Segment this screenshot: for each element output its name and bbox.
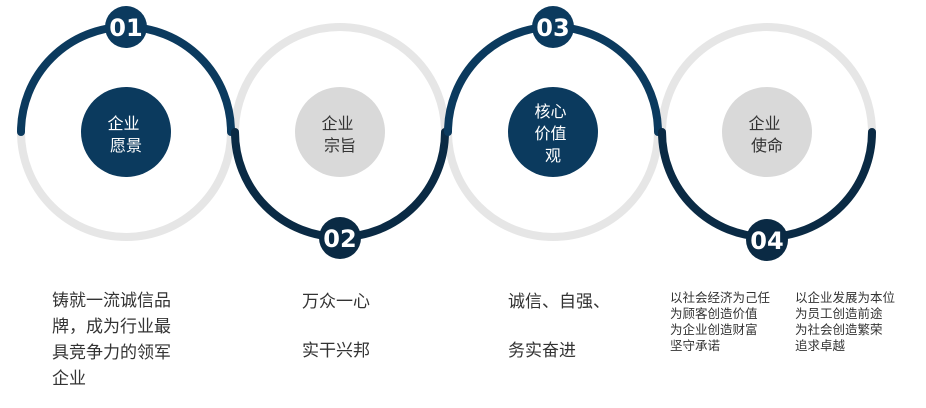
step-title-4: 企业 使命 bbox=[748, 114, 785, 155]
step-number-3: 03 bbox=[536, 14, 569, 42]
inner-circle-3 bbox=[508, 87, 598, 177]
values-line-2: 务实奋进 bbox=[508, 341, 576, 361]
step-number-2: 02 bbox=[323, 225, 356, 253]
purpose-line-2: 实干兴邦 bbox=[302, 341, 370, 361]
purpose-line-1: 万众一心 bbox=[302, 292, 370, 312]
step-title-1: 企业 愿景 bbox=[107, 114, 144, 155]
number-badge-2 bbox=[319, 217, 361, 259]
mission-description-right: 以企业发展为本位 为员工创造前途 为社会创造繁荣 追求卓越 bbox=[795, 290, 896, 353]
step-number-4: 04 bbox=[750, 227, 783, 255]
values-line-1: 诚信、自强、 bbox=[508, 292, 610, 312]
inner-circle-2 bbox=[295, 87, 385, 177]
step-title-3: 核心 价值 观 bbox=[534, 102, 571, 165]
inner-circle-4 bbox=[722, 87, 812, 177]
number-badge-1 bbox=[105, 6, 147, 48]
number-badge-4 bbox=[746, 219, 788, 261]
step-title-2: 企业 宗旨 bbox=[321, 114, 358, 155]
step-number-1: 01 bbox=[109, 14, 142, 42]
number-badge-3 bbox=[532, 6, 574, 48]
inner-circle-1 bbox=[81, 87, 171, 177]
mission-description-left: 以社会经济为己任 为顾客创造价值 为企业创造财富 坚守承诺 bbox=[670, 290, 771, 353]
vision-description: 铸就一流诚信品 牌，成为行业最 具竞争力的领军 企业 bbox=[52, 291, 171, 389]
